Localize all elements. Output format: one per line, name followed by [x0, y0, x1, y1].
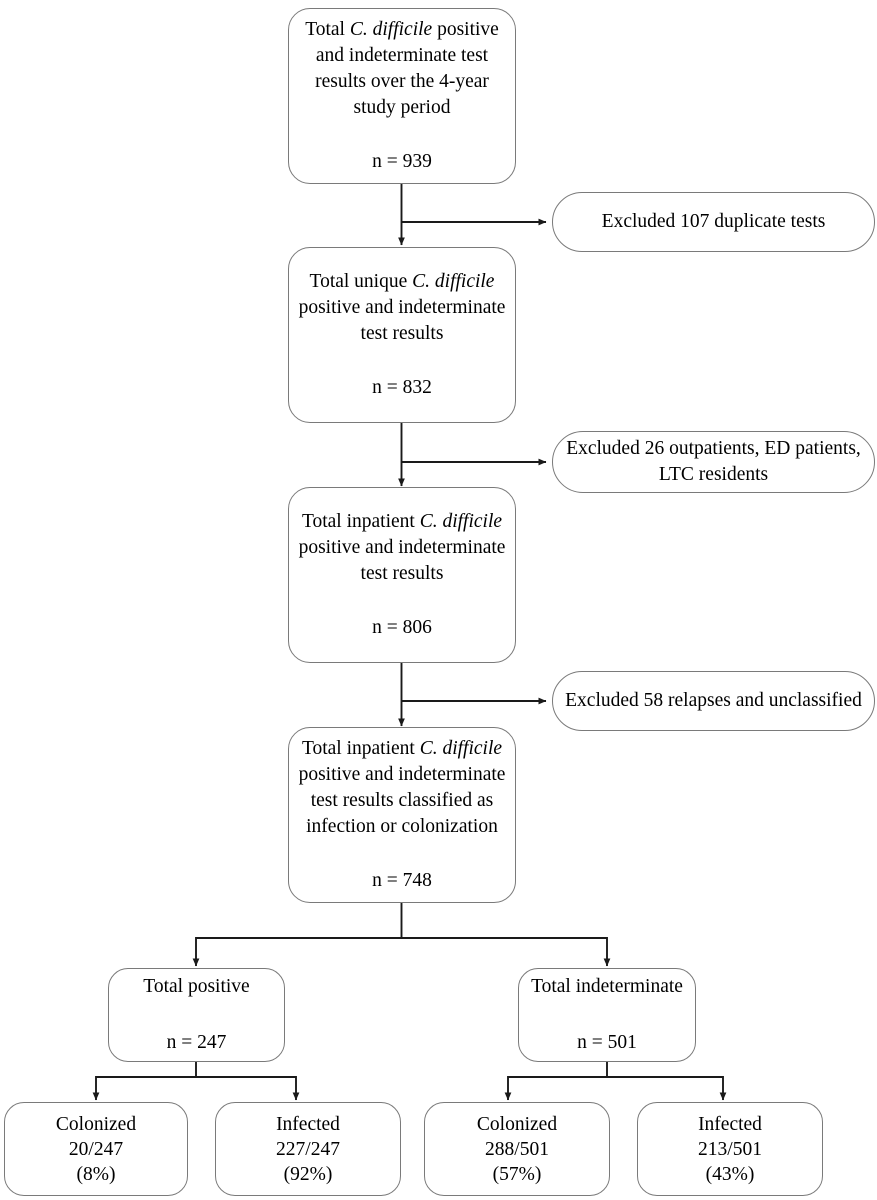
node-unique-tests-text: Total unique C. difficile positive and i… — [299, 269, 506, 347]
node-positive-colonized: Colonized 20/247 (8%) — [4, 1102, 188, 1196]
node-total-positive: Total positive n = 247 — [108, 968, 285, 1062]
node-inpatient-tests: Total inpatient C. difficile positive an… — [288, 487, 516, 663]
node-total-tests-line4: study period — [353, 97, 451, 118]
node-total-positive-label: Total positive — [143, 976, 250, 997]
node-classified-tests-line1: Total inpatient C. difficile — [299, 736, 506, 762]
line1-post: positive — [432, 19, 499, 40]
line1-pre: Total — [305, 19, 350, 40]
node-total-positive-count: n = 247 — [166, 1032, 227, 1053]
node-indeterminate-infected: Infected 213/501 (43%) — [637, 1102, 823, 1196]
node-classified-tests-line3: test results classified as — [310, 790, 494, 811]
node-positive-colonized-percent: (8%) — [76, 1163, 116, 1185]
node-unique-tests-count: n = 832 — [372, 377, 432, 398]
node-total-tests-count: n = 939 — [372, 151, 432, 172]
node-unique-tests-line1: Total unique C. difficile — [299, 269, 506, 295]
node-inpatient-tests-line2: positive and indeterminate — [298, 537, 506, 558]
node-total-tests-line3: results over the 4-year — [315, 71, 489, 92]
node-excluded-outpatients-line2: LTC residents — [658, 464, 769, 485]
node-positive-colonized-fraction: 20/247 — [68, 1138, 124, 1160]
node-classified-tests: Total inpatient C. difficile positive an… — [288, 727, 516, 903]
node-total-tests-text: Total C. difficile positive and indeterm… — [305, 17, 499, 121]
node-indeterminate-colonized-fraction: 288/501 — [485, 1138, 549, 1160]
node-positive-infected-fraction: 227/247 — [276, 1138, 340, 1160]
node-positive-infected-label: Infected — [276, 1113, 340, 1135]
line1-pre: Total unique — [309, 271, 413, 292]
node-excluded-outpatients-line1: Excluded 26 outpatients, ED patients, — [566, 438, 861, 459]
organism-italic: C. difficile — [349, 19, 433, 40]
node-total-indeterminate: Total indeterminate n = 501 — [518, 968, 696, 1062]
node-classified-tests-text: Total inpatient C. difficile positive an… — [299, 736, 506, 840]
node-excluded-relapses: Excluded 58 relapses and unclassified — [552, 671, 875, 731]
node-classified-tests-line4: infection or colonization — [306, 816, 498, 837]
node-inpatient-tests-line1: Total inpatient C. difficile — [299, 509, 506, 535]
node-total-tests-line1: Total C. difficile positive — [305, 17, 499, 43]
node-excluded-duplicates: Excluded 107 duplicate tests — [552, 192, 875, 252]
node-total-indeterminate-label: Total indeterminate — [531, 976, 683, 997]
node-classified-tests-count: n = 748 — [372, 870, 432, 891]
node-inpatient-tests-line3: test results — [360, 563, 444, 584]
node-unique-tests: Total unique C. difficile positive and i… — [288, 247, 516, 423]
node-unique-tests-line3: test results — [360, 323, 444, 344]
node-total-indeterminate-count: n = 501 — [577, 1032, 637, 1053]
node-indeterminate-colonized-label: Colonized — [476, 1113, 558, 1135]
organism-italic: C. difficile — [412, 271, 495, 292]
node-total-tests-line2: and indeterminate test — [315, 45, 489, 66]
line1-pre: Total inpatient — [301, 738, 420, 759]
organism-italic: C. difficile — [419, 511, 503, 532]
node-indeterminate-infected-label: Infected — [698, 1113, 762, 1135]
node-unique-tests-line2: positive and indeterminate — [298, 297, 506, 318]
node-classified-tests-line2: positive and indeterminate — [298, 764, 506, 785]
node-indeterminate-infected-percent: (43%) — [705, 1163, 755, 1185]
node-indeterminate-colonized: Colonized 288/501 (57%) — [424, 1102, 610, 1196]
organism-italic: C. difficile — [419, 738, 503, 759]
node-indeterminate-infected-fraction: 213/501 — [698, 1138, 762, 1160]
node-positive-infected: Infected 227/247 (92%) — [215, 1102, 401, 1196]
node-indeterminate-colonized-percent: (57%) — [492, 1163, 542, 1185]
node-positive-colonized-label: Colonized — [55, 1113, 137, 1135]
node-positive-infected-percent: (92%) — [283, 1163, 333, 1185]
node-inpatient-tests-text: Total inpatient C. difficile positive an… — [299, 509, 506, 587]
line1-pre: Total inpatient — [301, 511, 420, 532]
node-excluded-relapses-line1: Excluded 58 relapses and unclassified — [565, 690, 862, 711]
node-inpatient-tests-count: n = 806 — [372, 617, 432, 638]
node-excluded-duplicates-line1: Excluded 107 duplicate tests — [601, 211, 826, 232]
node-excluded-outpatients: Excluded 26 outpatients, ED patients, LT… — [552, 431, 875, 493]
node-total-tests: Total C. difficile positive and indeterm… — [288, 8, 516, 184]
